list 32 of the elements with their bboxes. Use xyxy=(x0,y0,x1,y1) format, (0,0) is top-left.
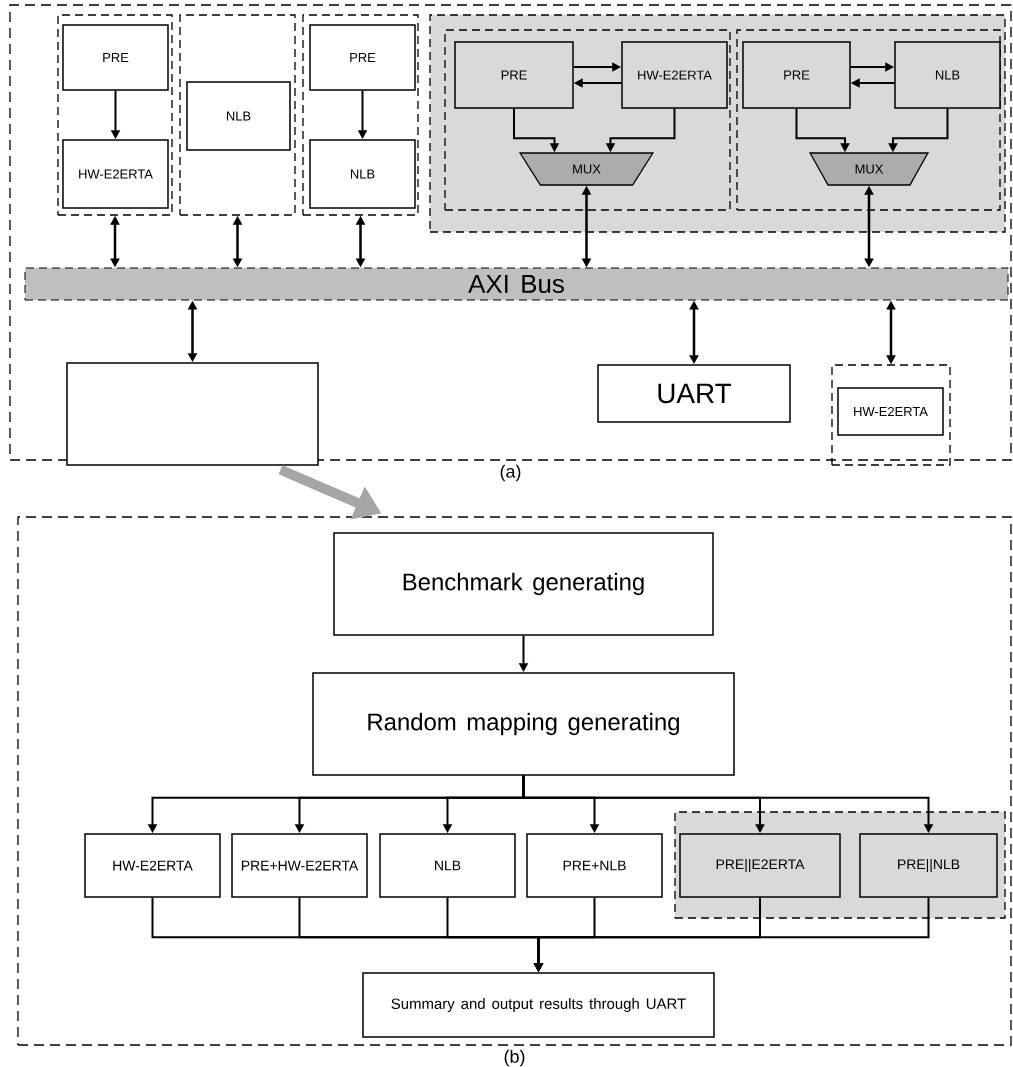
process-box: PRE+HW-E2ERTA xyxy=(231,833,368,898)
module-box: HW-E2ERTA xyxy=(837,387,944,436)
dashed-group-box xyxy=(831,364,951,466)
module-box: UART xyxy=(597,364,791,423)
dashed-frame xyxy=(9,4,1012,461)
module-box: HW-E2ERTA xyxy=(62,139,169,209)
module-box: PRE xyxy=(62,24,169,91)
processor-box xyxy=(66,362,319,466)
module-box: PRE xyxy=(309,24,416,91)
module-box: NLB xyxy=(894,41,1001,109)
dashed-group-box xyxy=(302,14,419,216)
module-box: PRE xyxy=(454,41,574,109)
process-box: PRE+NLB xyxy=(526,833,663,898)
module-box: NLB xyxy=(309,139,416,209)
bus-bar: AXI Bus xyxy=(24,267,1009,301)
panel-label: (a) xyxy=(498,463,523,483)
process-box: PRE||E2ERTA xyxy=(679,833,841,898)
process-box: NLB xyxy=(379,833,516,898)
process-box: PRE||NLB xyxy=(859,833,998,898)
dashed-group-box xyxy=(179,14,296,216)
module-box: NLB xyxy=(186,81,291,151)
process-box: HW-E2ERTA xyxy=(84,833,221,898)
dashed-group-box xyxy=(57,14,173,216)
process-box: Random mapping generating xyxy=(312,672,735,776)
dashed-frame xyxy=(17,516,1012,1046)
dashed-group-box xyxy=(444,29,731,211)
module-box: HW-E2ERTA xyxy=(621,41,728,109)
process-box: Summary and output results through UART xyxy=(362,972,715,1038)
module-box: PRE xyxy=(742,41,851,109)
dashed-group-box xyxy=(736,29,1001,211)
panel-label: (b) xyxy=(502,1048,527,1067)
process-box: Benchmark generating xyxy=(333,532,714,636)
